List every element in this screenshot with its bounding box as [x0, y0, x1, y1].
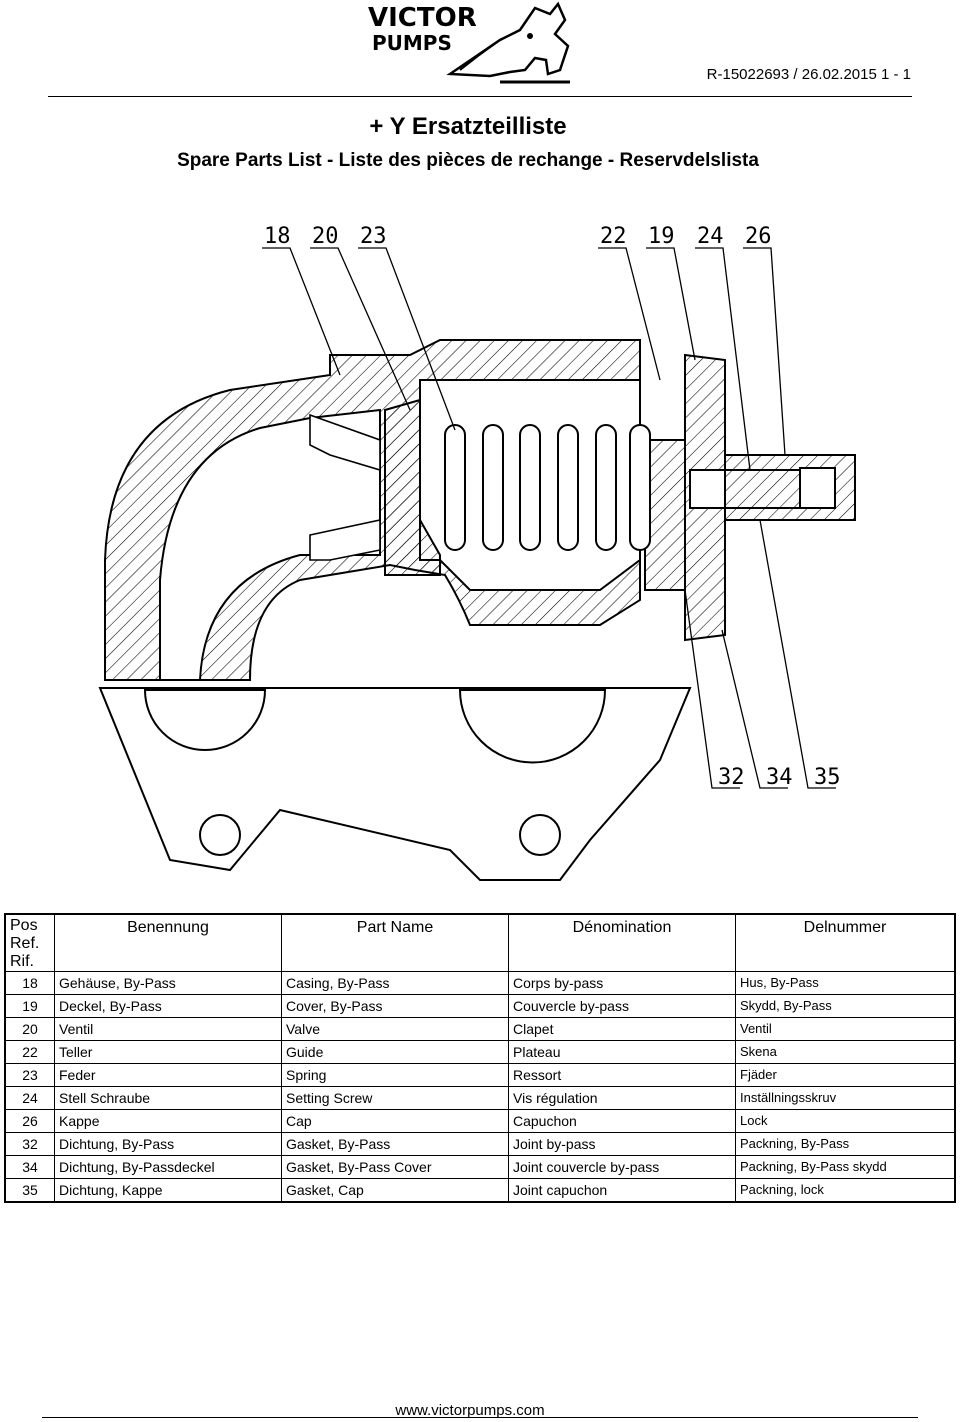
cap-part — [724, 454, 856, 521]
cell-pos: 35 — [4, 1178, 55, 1203]
cell-delnummer: Fjäder — [735, 1063, 956, 1087]
cell-benennung: Dichtung, Kappe — [54, 1178, 282, 1203]
cell-delnummer: Packning, lock — [735, 1178, 956, 1203]
cell-pos: 24 — [4, 1086, 55, 1110]
callout-32: 32 — [718, 765, 745, 790]
cell-benennung: Ventil — [54, 1017, 282, 1041]
page-subtitle: Spare Parts List - Liste des pièces de r… — [177, 150, 759, 171]
callout-18: 18 — [264, 224, 291, 249]
parts-table: Pos Ref. Rif. Benennung Part Name Dénomi… — [4, 913, 956, 1203]
cell-pos: 23 — [4, 1063, 55, 1087]
document-reference: R-15022693 / 26.02.2015 1 - 1 — [706, 66, 911, 83]
header-part-name: Part Name — [281, 913, 509, 972]
cell-part-name: Cover, By-Pass — [281, 994, 509, 1018]
cell-pos: 34 — [4, 1155, 55, 1179]
logo-text-line1: VICTOR — [368, 3, 477, 33]
cell-part-name: Setting Screw — [281, 1086, 509, 1110]
cell-denomination: Ressort — [508, 1063, 736, 1087]
cell-benennung: Dichtung, By-Pass — [54, 1132, 282, 1156]
header-divider — [48, 96, 912, 97]
cell-part-name: Cap — [281, 1109, 509, 1133]
callout-19: 19 — [648, 224, 675, 249]
cell-part-name: Gasket, Cap — [281, 1178, 509, 1203]
cell-denomination: Couvercle by-pass — [508, 994, 736, 1018]
cell-denomination: Corps by-pass — [508, 971, 736, 995]
callout-20: 20 — [312, 224, 339, 249]
cell-denomination: Joint capuchon — [508, 1178, 736, 1203]
cell-benennung: Gehäuse, By-Pass — [54, 971, 282, 995]
cell-denomination: Joint by-pass — [508, 1132, 736, 1156]
footer-url: www.victorpumps.com — [395, 1402, 545, 1419]
cell-denomination: Joint couvercle by-pass — [508, 1155, 736, 1179]
callout-24: 24 — [697, 224, 724, 249]
cell-benennung: Kappe — [54, 1109, 282, 1133]
cell-delnummer: Skena — [735, 1040, 956, 1064]
cell-benennung: Teller — [54, 1040, 282, 1064]
cell-part-name: Guide — [281, 1040, 509, 1064]
logo-text-line2: PUMPS — [372, 31, 452, 55]
cell-delnummer: Inställningsskruv — [735, 1086, 956, 1110]
cell-delnummer: Packning, By-Pass — [735, 1132, 956, 1156]
leader-lines — [262, 247, 836, 789]
callout-26: 26 — [745, 224, 772, 249]
cell-delnummer: Ventil — [735, 1017, 956, 1041]
cell-benennung: Stell Schraube — [54, 1086, 282, 1110]
cell-delnummer: Hus, By-Pass — [735, 971, 956, 995]
page-title: + Y Ersatzteilliste — [369, 113, 567, 140]
dog-mascot-icon — [446, 1, 570, 78]
cell-pos: 18 — [4, 971, 55, 995]
header-benennung: Benennung — [54, 913, 282, 972]
cell-denomination: Vis régulation — [508, 1086, 736, 1110]
cell-pos: 32 — [4, 1132, 55, 1156]
cell-benennung: Dichtung, By-Passdeckel — [54, 1155, 282, 1179]
cell-part-name: Gasket, By-Pass Cover — [281, 1155, 509, 1179]
cell-pos: 20 — [4, 1017, 55, 1041]
callout-34: 34 — [766, 765, 793, 790]
cell-benennung: Feder — [54, 1063, 282, 1087]
cell-delnummer: Packning, By-Pass skydd — [735, 1155, 956, 1179]
cell-part-name: Gasket, By-Pass — [281, 1132, 509, 1156]
cell-benennung: Deckel, By-Pass — [54, 994, 282, 1018]
bypass-valve-drawing: 18 20 23 22 19 24 26 32 34 35 — [98, 224, 856, 881]
cell-pos: 19 — [4, 994, 55, 1018]
victor-pumps-logo: VICTOR PUMPS — [360, 0, 580, 86]
cell-delnummer: Skydd, By-Pass — [735, 994, 956, 1018]
callout-23: 23 — [360, 224, 387, 249]
header-pos: Pos Ref. Rif. — [4, 913, 55, 972]
callout-22: 22 — [600, 224, 627, 249]
cell-denomination: Plateau — [508, 1040, 736, 1064]
header-delnummer: Delnummer — [735, 913, 956, 972]
footer-divider — [42, 1417, 918, 1418]
cell-part-name: Casing, By-Pass — [281, 971, 509, 995]
header-denomination: Dénomination — [508, 913, 736, 972]
callout-35: 35 — [814, 765, 841, 790]
spring-part — [444, 424, 651, 551]
cell-delnummer: Lock — [735, 1109, 956, 1133]
table-header-row: Pos Ref. Rif. Benennung Part Name Dénomi… — [4, 913, 956, 972]
cell-denomination: Clapet — [508, 1017, 736, 1041]
cell-part-name: Valve — [281, 1017, 509, 1041]
cell-denomination: Capuchon — [508, 1109, 736, 1133]
cell-pos: 22 — [4, 1040, 55, 1064]
valve-part — [384, 398, 441, 576]
cell-pos: 26 — [4, 1109, 55, 1133]
cell-part-name: Spring — [281, 1063, 509, 1087]
